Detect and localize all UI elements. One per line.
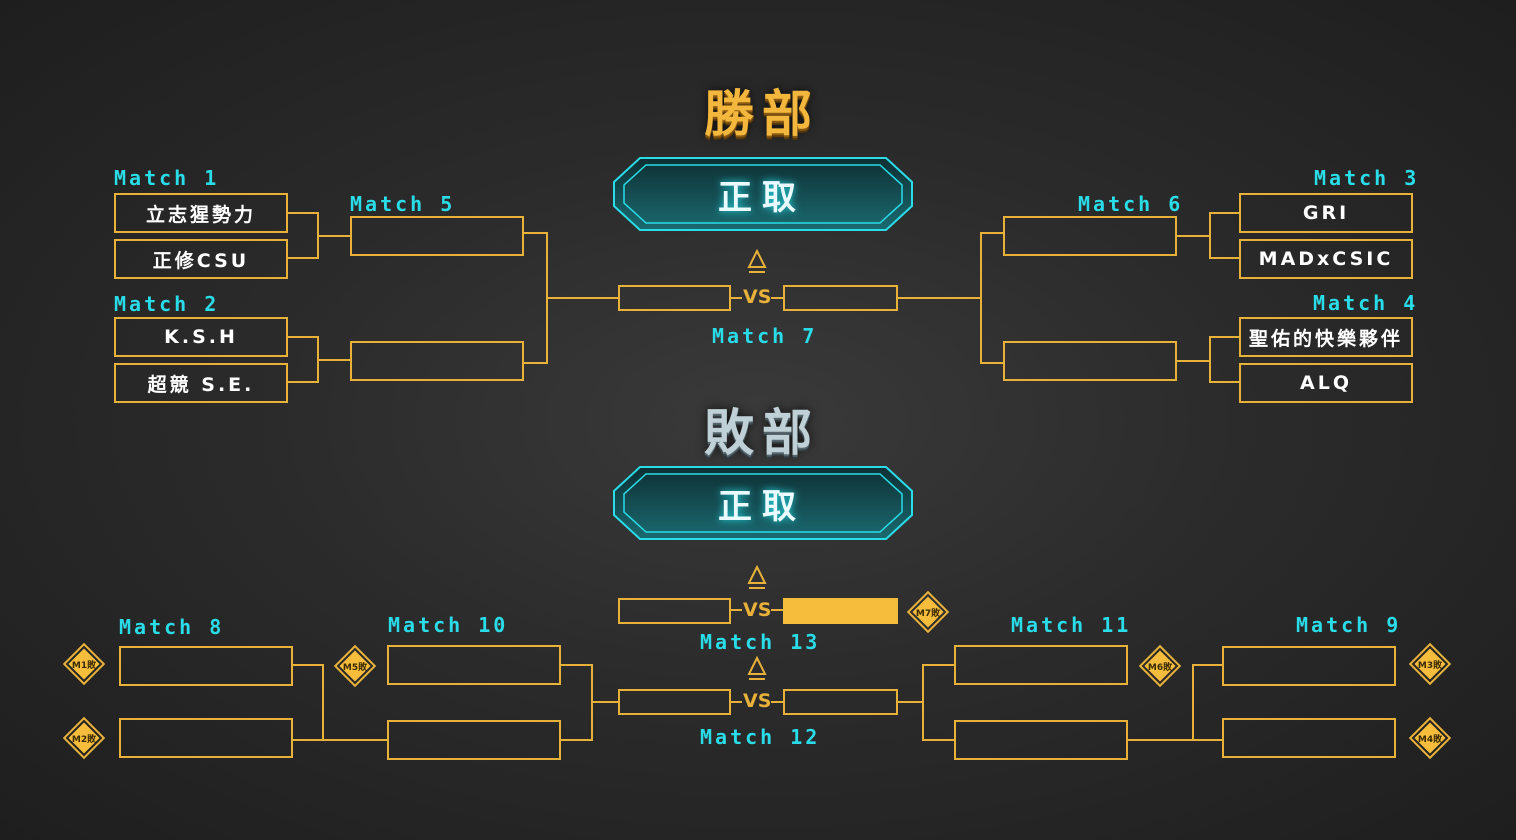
connector-m2 (287, 336, 319, 383)
diamond-badge-icon: M3敗 (1408, 642, 1452, 686)
up-arrow-icon (747, 655, 767, 680)
winners-banner-frame (613, 157, 913, 231)
team-slot[interactable]: 超競 S.E. (114, 363, 288, 403)
match-7-vs: VS (743, 286, 772, 308)
match-5-slot-top[interactable] (350, 216, 524, 256)
badge-m1-text: M1敗 (71, 660, 97, 671)
match-10-label: Match 10 (388, 613, 509, 637)
match-13-slot-right[interactable] (783, 598, 898, 624)
losers-banner-frame (613, 466, 913, 540)
match-9-slot-top[interactable] (1222, 646, 1396, 686)
match-13-slot-left[interactable] (618, 598, 731, 624)
team-slot[interactable]: GRI (1239, 193, 1413, 233)
diamond-badge-icon: M2敗 (62, 716, 106, 760)
match-8-slot-bottom[interactable] (119, 718, 293, 758)
match-13-label: Match 13 (700, 630, 821, 654)
team-slot[interactable]: 立志猩勢力 (114, 193, 288, 233)
match-12-vs: VS (743, 690, 772, 712)
match-8-slot-top[interactable] (119, 646, 293, 686)
connector-m8 (292, 664, 324, 741)
match-9-label: Match 9 (1296, 613, 1402, 637)
winners-banner-text: 正取 (718, 178, 806, 218)
badge-m2-text: M2敗 (71, 734, 97, 745)
connector-m10 (560, 664, 593, 741)
match-11-slot-top[interactable] (954, 645, 1128, 685)
losers-banner-text: 正取 (718, 487, 806, 527)
match-12-slot-left[interactable] (618, 689, 731, 715)
match-2-label: Match 2 (114, 292, 220, 316)
connector-m6 (980, 232, 1004, 364)
connector-m9 (1192, 664, 1222, 741)
match-6-label: Match 6 (1078, 192, 1184, 216)
diamond-badge-icon: M7敗 (906, 590, 950, 634)
diamond-badge-icon: M6敗 (1138, 644, 1182, 688)
match-12-label: Match 12 (700, 725, 821, 749)
match-10-slot-top[interactable] (387, 645, 561, 685)
team-slot[interactable]: K.S.H (114, 317, 288, 357)
match-4-label: Match 4 (1313, 291, 1419, 315)
diamond-badge-icon: M4敗 (1408, 716, 1452, 760)
connector-m1 (287, 212, 319, 259)
team-slot[interactable]: MADxCSIC (1239, 239, 1413, 279)
match-13-vs: VS (743, 599, 772, 621)
match-12-slot-right[interactable] (783, 689, 898, 715)
badge-m5-text: M5敗 (342, 662, 368, 673)
match-1-label: Match 1 (114, 166, 220, 190)
badge-m7-text: M7敗 (915, 608, 941, 619)
badge-m3-text: M3敗 (1417, 660, 1443, 671)
connector-m4 (1209, 336, 1240, 383)
match-7-slot-right[interactable] (783, 285, 898, 311)
match-9-slot-bottom[interactable] (1222, 718, 1396, 758)
team-slot[interactable]: 聖佑的快樂夥伴 (1239, 317, 1413, 357)
match-11-label: Match 11 (1011, 613, 1132, 637)
diamond-badge-icon: M5敗 (333, 644, 377, 688)
badge-m6-text: M6敗 (1147, 662, 1173, 673)
match-5-slot-bottom[interactable] (350, 341, 524, 381)
connector-m5 (523, 232, 548, 364)
match-11-slot-bottom[interactable] (954, 720, 1128, 760)
match-7-slot-left[interactable] (618, 285, 731, 311)
diamond-badge-icon: M1敗 (62, 642, 106, 686)
match-6-slot-bottom[interactable] (1003, 341, 1177, 381)
connector-m11 (922, 664, 955, 741)
match-10-slot-bottom[interactable] (387, 720, 561, 760)
winners-title: 勝部 (704, 85, 820, 143)
badge-m4-text: M4敗 (1417, 734, 1443, 745)
match-5-label: Match 5 (350, 192, 456, 216)
connector-m3 (1209, 212, 1240, 259)
up-arrow-icon (747, 564, 767, 589)
losers-title: 敗部 (704, 404, 820, 462)
team-slot[interactable]: 正修CSU (114, 239, 288, 279)
match-6-slot-top[interactable] (1003, 216, 1177, 256)
team-slot[interactable]: ALQ (1239, 363, 1413, 403)
match-8-label: Match 8 (119, 615, 225, 639)
match-7-label: Match 7 (712, 324, 818, 348)
match-3-label: Match 3 (1314, 166, 1420, 190)
up-arrow-icon (747, 248, 767, 273)
